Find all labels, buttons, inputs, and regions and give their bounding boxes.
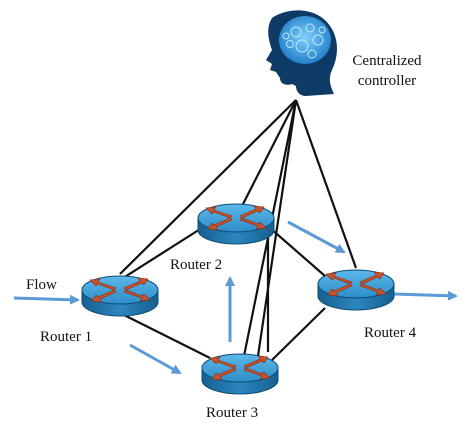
brain-head-icon [266,10,337,96]
router-3 [201,353,279,395]
flow-arrow-in [13,294,80,305]
link-router1-router3 [117,311,211,359]
router-1-label: Router 1 [40,329,93,345]
controller-label-line1: Centralized [352,53,422,69]
flow-arrow-router2-router4 [287,220,346,254]
controller-label-line2: controller [357,73,417,89]
link-router3-router4 [271,307,326,361]
link-controller-router1 [119,99,297,275]
link-router1-router2 [119,225,206,281]
router-links [117,225,326,361]
link-router2-router4 [269,227,326,277]
router-4-label: Router 4 [364,325,417,341]
link-controller-router3b [256,99,298,357]
router-3-label: Router 3 [206,405,259,421]
flow-arrow-out [393,290,458,301]
flow-arrow-router1-router3 [129,343,182,375]
router-2 [197,203,275,245]
flow-label: Flow [26,277,57,293]
router-4 [317,269,395,311]
router-2-label: Router 2 [170,257,223,273]
link-controller-router2 [239,99,297,211]
link-controller-router4 [294,99,358,269]
router-1 [81,275,159,317]
flow-arrows [13,220,458,375]
